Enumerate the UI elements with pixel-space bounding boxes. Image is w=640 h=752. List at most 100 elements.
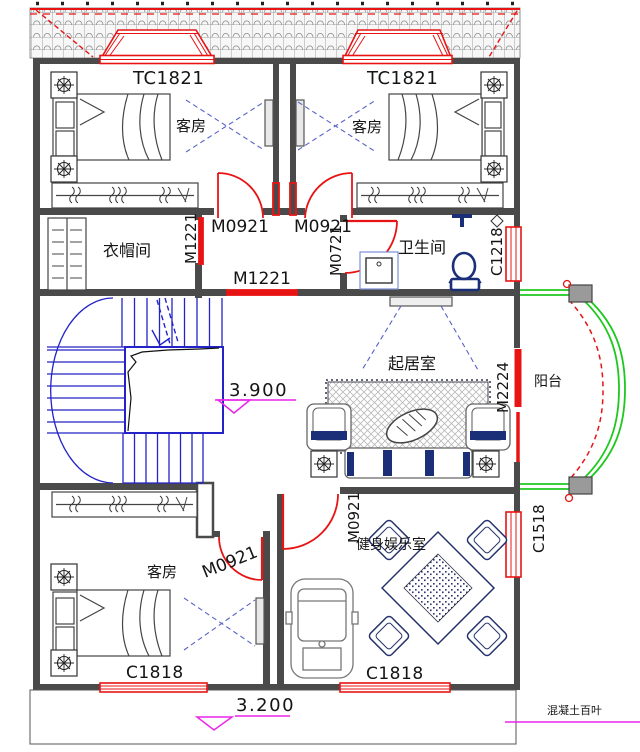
label-room-guest-top-left: 客房 — [176, 117, 206, 135]
sight-top-right — [297, 99, 377, 153]
wall-bedroom-right — [263, 531, 270, 690]
label-window-tc-right: TC1821 — [366, 68, 438, 89]
wall-chase-left — [273, 58, 279, 215]
level-marks — [194, 399, 640, 731]
shower-symbol — [452, 214, 472, 227]
label-door-m0921-fitness: M0921 — [345, 492, 363, 543]
living-room-furniture — [306, 296, 511, 479]
bedroom-top-right-furniture — [295, 71, 508, 209]
bedroom-bottom-furniture — [50, 491, 265, 677]
sink-faucet — [376, 261, 382, 267]
end-table — [472, 450, 500, 478]
sofa — [344, 447, 473, 479]
label-room-living: 起居室 — [388, 354, 436, 373]
window-c1518 — [505, 511, 522, 578]
balcony-post-bottom — [568, 476, 593, 495]
label-window-c1818-right: C1818 — [366, 664, 424, 684]
wall-chase-right — [290, 58, 296, 215]
staircase — [47, 297, 224, 484]
wall-right-3 — [514, 462, 520, 512]
labels: TC1821 TC1821 客房 客房 M1221 M0921 M0921 M0… — [103, 68, 602, 717]
stair-void — [124, 346, 224, 434]
toilet — [448, 251, 482, 292]
nightstand-plant — [50, 563, 78, 591]
wall-bottom-1 — [33, 684, 100, 690]
sight-top-left — [185, 99, 265, 153]
label-door-m1221-cloakroom: M1221 — [182, 213, 200, 264]
wall-pilaster-block — [195, 481, 215, 539]
coffee-table — [385, 408, 439, 444]
door-m1221-cloakroom-leaf — [198, 217, 204, 265]
label-window-c1818-left: C1818 — [126, 663, 184, 683]
nightstand-plant — [50, 649, 78, 677]
dresser-panel — [295, 99, 305, 147]
window-c1818-right — [339, 682, 451, 693]
bed — [388, 93, 505, 161]
level-lower-triangle — [194, 716, 235, 731]
door-m0921-fitness — [281, 493, 339, 550]
bathroom-fixtures — [359, 214, 504, 292]
wall-stair-bottom — [40, 483, 213, 490]
wall-hall-top-1 — [40, 208, 214, 215]
wall-living-top — [297, 289, 514, 296]
door-m0921-hall-right — [304, 172, 353, 219]
cloakroom-furniture — [47, 217, 87, 291]
bedroom-top-left-furniture — [50, 71, 274, 209]
label-window-tc-left: TC1821 — [132, 68, 204, 89]
wall-cloak-right — [195, 263, 202, 298]
wall-fitness-left — [277, 494, 284, 690]
bed — [52, 93, 171, 161]
downpipe-top — [562, 279, 572, 289]
wall-right-2 — [514, 281, 520, 348]
label-level-lower: 3.200 — [236, 695, 295, 716]
label-room-bathroom: 卫生间 — [398, 238, 446, 257]
roof-valley-right — [488, 10, 518, 58]
balcony-eave-line — [568, 299, 604, 481]
wall-stair-top — [40, 289, 227, 296]
door-m1221-hall-leaf — [226, 289, 298, 296]
label-room-balcony: 阳台 — [534, 374, 562, 390]
label-door-m0921-hall-left: M0921 — [211, 217, 269, 237]
ground-platform — [29, 689, 517, 745]
window-c1218 — [505, 226, 522, 282]
dresser-panel — [255, 597, 265, 645]
wardrobe — [51, 491, 198, 518]
drain-symbol — [490, 214, 504, 228]
window-tc1821-right — [342, 54, 453, 65]
bay-window-left — [98, 29, 216, 61]
dresser-panel — [264, 99, 274, 147]
armchair-left — [306, 403, 352, 451]
label-window-c1218: C1218 — [488, 227, 506, 276]
fitness-room-furniture — [285, 519, 508, 679]
wall-fitness-top — [340, 487, 514, 494]
wardrobe — [356, 182, 504, 209]
window-tc1821-left — [99, 54, 215, 65]
level-upper-triangle — [215, 399, 253, 414]
mahjong-table-set — [368, 519, 508, 657]
wall-bottom-3 — [450, 684, 520, 690]
label-door-m0721: M0721 — [327, 225, 345, 276]
label-room-fitness: 健身娱乐室 — [356, 536, 426, 553]
label-door-m0921-hall-right: M0921 — [294, 217, 352, 237]
door-m0921-hall-left — [217, 172, 264, 219]
downpipe-bottom — [564, 493, 574, 503]
sight-tv — [361, 305, 479, 371]
nightstand-plant — [480, 155, 508, 183]
wall-right-1 — [514, 58, 520, 227]
nightstand-plant — [50, 71, 78, 99]
door-frame-right — [289, 182, 297, 216]
stair-lower-flight — [122, 433, 204, 484]
label-door-m1221-hall: M1221 — [233, 269, 291, 289]
wardrobe — [51, 182, 199, 209]
nightstand-plant — [50, 155, 78, 183]
sight-lines — [183, 99, 479, 651]
stair-arrow-head — [151, 329, 171, 347]
balcony — [520, 279, 626, 503]
balcony-railing — [520, 289, 626, 490]
window-c1818-left — [99, 682, 208, 693]
label-room-guest-bottom: 客房 — [147, 563, 177, 581]
label-level-upper: 3.900 — [229, 380, 288, 401]
door-m2224 — [514, 349, 522, 462]
wall-bath-left — [340, 273, 347, 289]
